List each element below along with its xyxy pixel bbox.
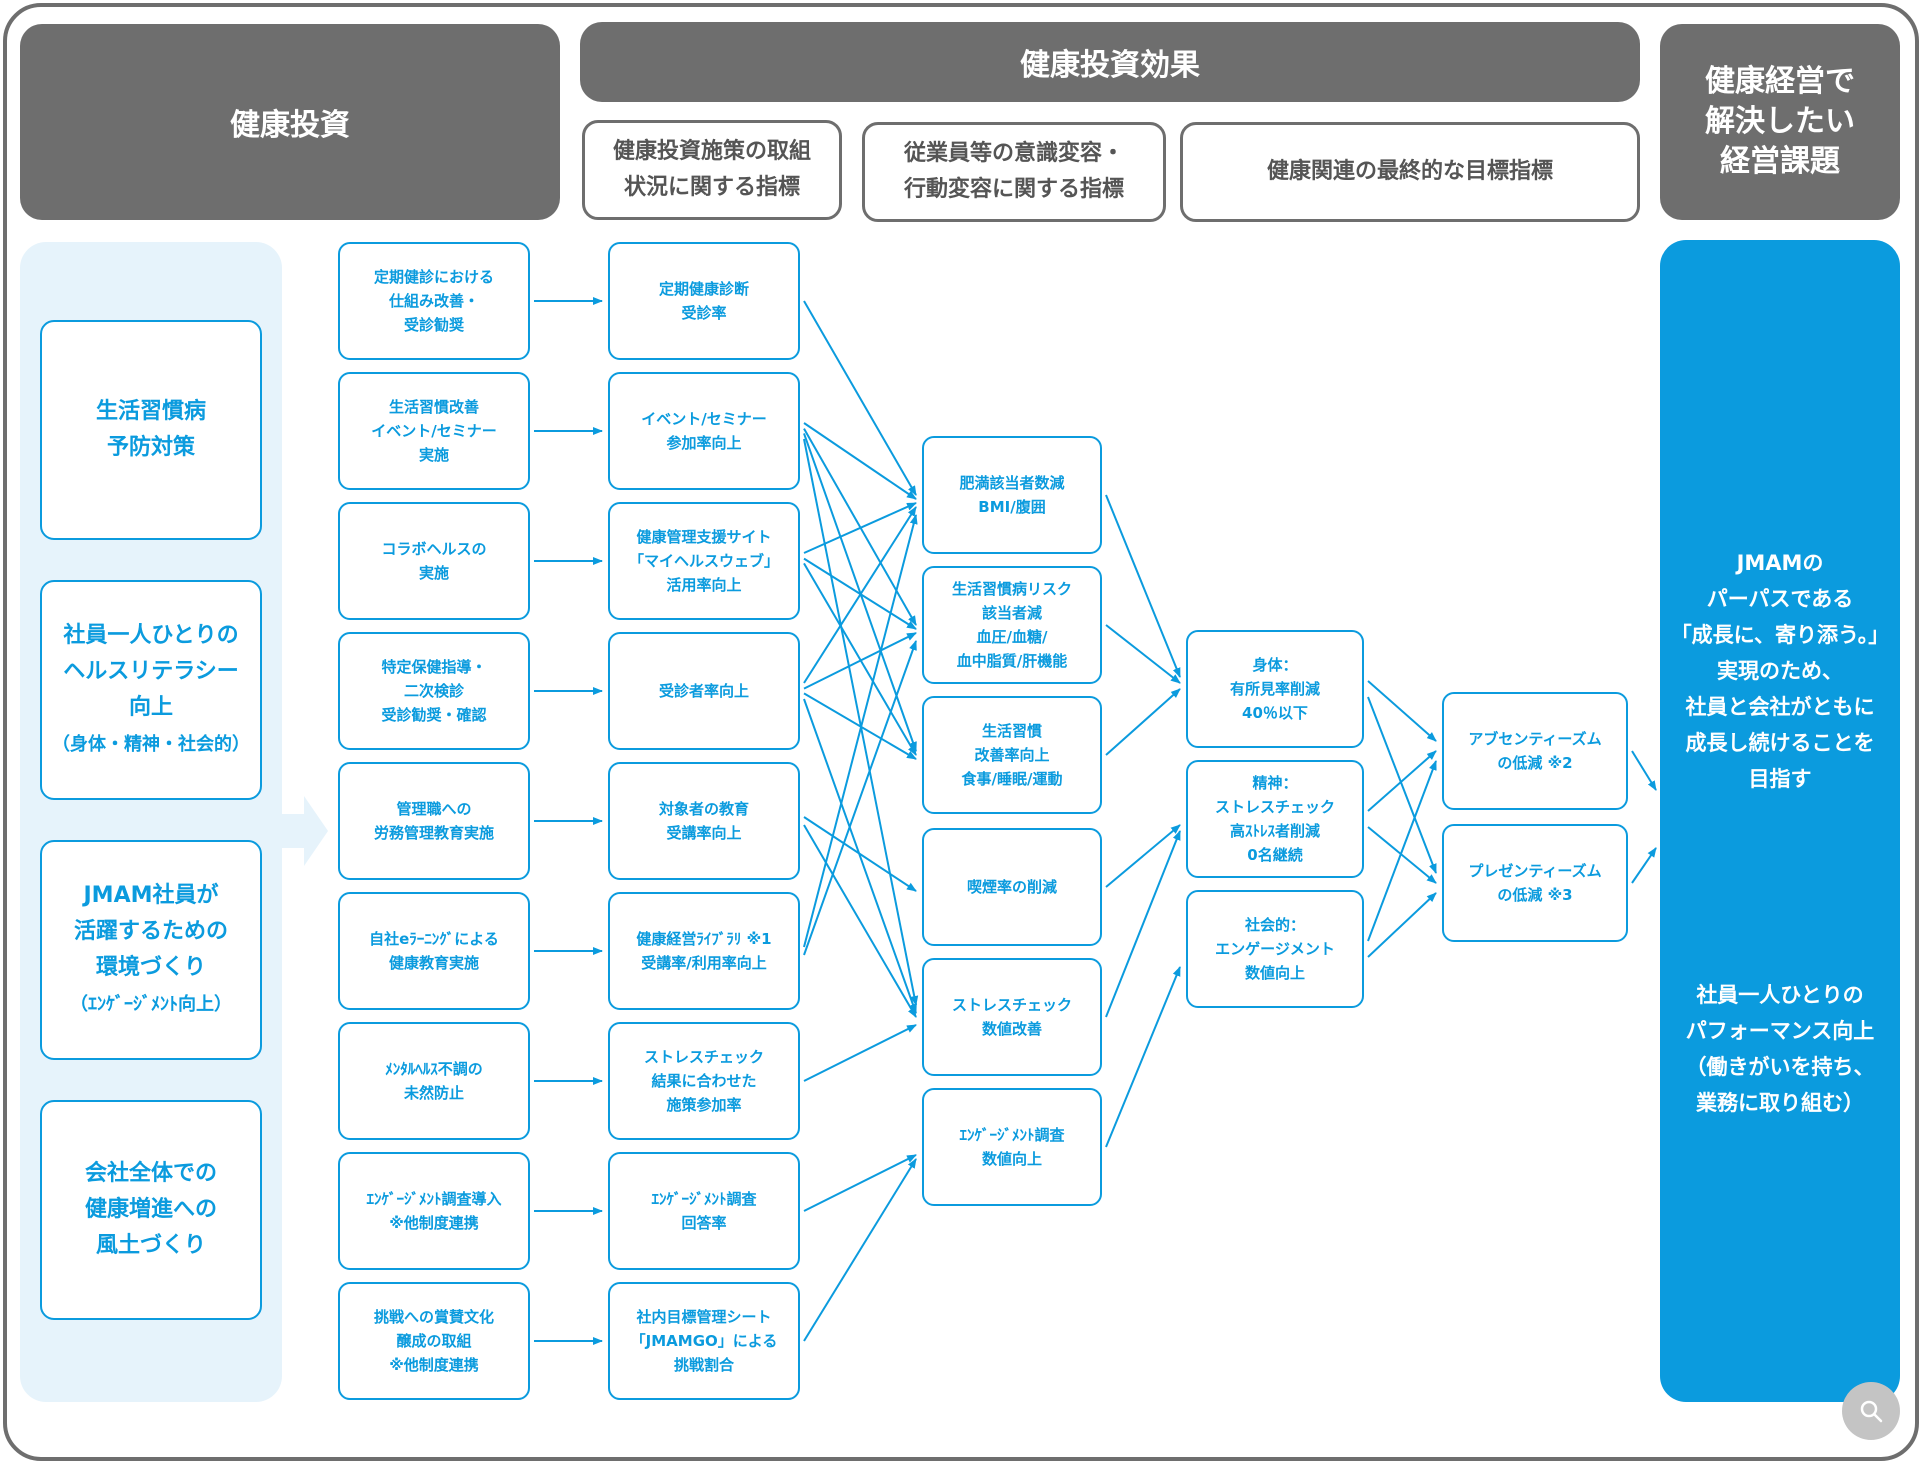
header-investment-label: 健康投資 xyxy=(230,108,350,143)
measure-node: 定期健診における 仕組み改善・ 受診勧奨 xyxy=(338,242,530,360)
indicator-node: ストレスチェック 結果に合わせた 施策参加率 xyxy=(608,1022,800,1140)
behavior-node: ｴﾝｹﾞｰｼﾞﾒﾝﾄ調査 数値向上 xyxy=(922,1088,1102,1206)
left-item-culture: 会社全体での 健康増進への 風土づくり xyxy=(40,1100,262,1320)
connector-arrow xyxy=(803,300,917,496)
outcome-node: アブセンティーズム の低減 ※2 xyxy=(1442,692,1628,810)
left-item-main: 社員一人ひとりの ヘルスリテラシー 向上 xyxy=(63,622,239,720)
search-button[interactable] xyxy=(1842,1382,1900,1440)
subheader-final-label: 健康関連の最終的な目標指標 xyxy=(1266,159,1553,184)
indicator-node: 社内目標管理シート 「JMAMGO」による 挑戦割合 xyxy=(608,1282,800,1400)
subheader-measures-label: 健康投資施策の取組 状況に関する指標 xyxy=(612,139,811,200)
connector-arrow xyxy=(803,1154,917,1212)
measure-node: 生活習慣改善 イベント/セミナー 実施 xyxy=(338,372,530,490)
measure-node: ｴﾝｹﾞｰｼﾞﾒﾝﾄ調査導入 ※他制度連携 xyxy=(338,1152,530,1270)
behavior-node: ストレスチェック 数値改善 xyxy=(922,958,1102,1076)
connector-arrow xyxy=(1631,750,1657,791)
measure-node: ﾒﾝﾀﾙﾍﾙｽ不調の 未然防止 xyxy=(338,1022,530,1140)
header-effect-label: 健康投資効果 xyxy=(1020,48,1200,83)
subheader-behavior-label: 従業員等の意識変容・ 行動変容に関する指標 xyxy=(903,141,1124,202)
indicator-node: 受診者率向上 xyxy=(608,632,800,750)
connector-arrow xyxy=(1367,892,1437,958)
connector-arrow xyxy=(1367,696,1437,874)
connector-arrow xyxy=(1367,680,1437,742)
left-item-main: JMAM社員が 活躍するための 環境づくり xyxy=(73,882,228,980)
measure-node: 特定保健指導・ 二次検診 受診勧奨・確認 xyxy=(338,632,530,750)
connector-arrow xyxy=(803,824,917,1018)
connector-arrow xyxy=(803,632,917,690)
indicator-node: 対象者の教育 受講率向上 xyxy=(608,762,800,880)
indicator-node: 定期健康診断 受診率 xyxy=(608,242,800,360)
connector-arrow xyxy=(1367,826,1437,884)
connector-arrow xyxy=(1367,760,1437,942)
connector-arrow xyxy=(1105,624,1181,684)
flow-arrow-icon xyxy=(282,796,328,866)
connector-arrow xyxy=(803,562,917,756)
left-item-main: 生活習慣病 予防対策 xyxy=(95,399,206,460)
header-investment: 健康投資 xyxy=(20,24,560,220)
connector-arrow xyxy=(1105,830,1181,1018)
connector-arrow xyxy=(1367,750,1437,812)
connector-arrow xyxy=(1105,966,1181,1148)
left-item-lifestyle: 生活習慣病 予防対策 xyxy=(40,320,262,540)
measure-node: 挑戦への賞賛文化 醸成の取組 ※他制度連携 xyxy=(338,1282,530,1400)
connector-arrow xyxy=(1105,688,1181,756)
subheader-measures: 健康投資施策の取組 状況に関する指標 xyxy=(582,120,842,220)
search-icon xyxy=(1860,1400,1883,1423)
purpose-text: JMAMの パーパスである 「成長に、寄り添う。」 実現のため、 社員と会社がと… xyxy=(1670,551,1890,791)
left-item-sub: （ｴﾝｹﾞｰｼﾞﾒﾝﾄ向上） xyxy=(70,993,232,1015)
measure-node: コラボヘルスの 実施 xyxy=(338,502,530,620)
connector-arrow xyxy=(803,502,917,554)
indicator-node: 健康経営ﾗｲﾌﾞﾗﾘ ※1 受講率/利用率向上 xyxy=(608,892,800,1010)
left-item-sub: （身体・精神・社会的） xyxy=(52,733,250,755)
connector-arrow xyxy=(803,1158,917,1342)
measure-node: 管理職への 労務管理教育実施 xyxy=(338,762,530,880)
header-issue: 健康経営で 解決したい 経営課題 xyxy=(1660,24,1900,220)
connector-arrow xyxy=(803,506,917,684)
connector-arrow xyxy=(803,692,917,760)
behavior-node: 生活習慣病リスク 該当者減 血圧/血糖/ 血中脂質/肝機能 xyxy=(922,566,1102,684)
goal-node: 精神： ストレスチェック 高ｽﾄﾚｽ者削減 0名継続 xyxy=(1186,760,1364,878)
connector-arrow xyxy=(803,514,918,948)
behavior-node: 生活習慣 改善率向上 食事/睡眠/運動 xyxy=(922,696,1102,814)
connector-arrow xyxy=(803,1024,917,1082)
header-effect: 健康投資効果 xyxy=(580,22,1640,102)
connector-arrow xyxy=(803,816,917,892)
connector-arrow xyxy=(803,433,917,752)
left-item-literacy: 社員一人ひとりの ヘルスリテラシー 向上 （身体・精神・社会的） xyxy=(40,580,262,800)
connector-arrow xyxy=(1105,494,1181,678)
issue-panel: JMAMの パーパスである 「成長に、寄り添う。」 実現のため、 社員と会社がと… xyxy=(1660,240,1900,1402)
behavior-node: 喫煙率の削減 xyxy=(922,828,1102,946)
measure-node: 自社eﾗｰﾆﾝｸﾞによる 健康教育実施 xyxy=(338,892,530,1010)
subheader-behavior: 従業員等の意識変容・ 行動変容に関する指標 xyxy=(862,122,1166,222)
indicator-node: ｴﾝｹﾞｰｼﾞﾒﾝﾄ調査 回答率 xyxy=(608,1152,800,1270)
subheader-final: 健康関連の最終的な目標指標 xyxy=(1180,122,1640,222)
connector-arrow xyxy=(1105,824,1181,888)
connector-arrow xyxy=(803,422,917,500)
indicator-node: イベント/セミナー 参加率向上 xyxy=(608,372,800,490)
connector-arrow xyxy=(803,428,917,626)
outcome-node: プレゼンティーズム の低減 ※3 xyxy=(1442,824,1628,942)
connector-arrow xyxy=(803,640,917,956)
left-item-environment: JMAM社員が 活躍するための 環境づくり （ｴﾝｹﾞｰｼﾞﾒﾝﾄ向上） xyxy=(40,840,262,1060)
connector-arrow xyxy=(1631,847,1657,884)
header-issue-label: 健康経営で 解決したい 経営課題 xyxy=(1705,64,1855,179)
indicator-node: 健康管理支援サイト 「マイヘルスウェブ」 活用率向上 xyxy=(608,502,800,620)
connector-arrow xyxy=(803,438,919,1006)
behavior-node: 肥満該当者数減 BMI/腹囲 xyxy=(922,436,1102,554)
connector-arrow xyxy=(803,698,917,1014)
goal-node: 身体： 有所見率削減 40％以下 xyxy=(1186,630,1364,748)
left-item-main: 会社全体での 健康増進への 風土づくり xyxy=(84,1161,217,1258)
goal-node: 社会的： エンゲージメント 数値向上 xyxy=(1186,890,1364,1008)
performance-text: 社員一人ひとりの パフォーマンス向上 （働きがいを持ち、 業務に取り組む） xyxy=(1685,983,1875,1115)
